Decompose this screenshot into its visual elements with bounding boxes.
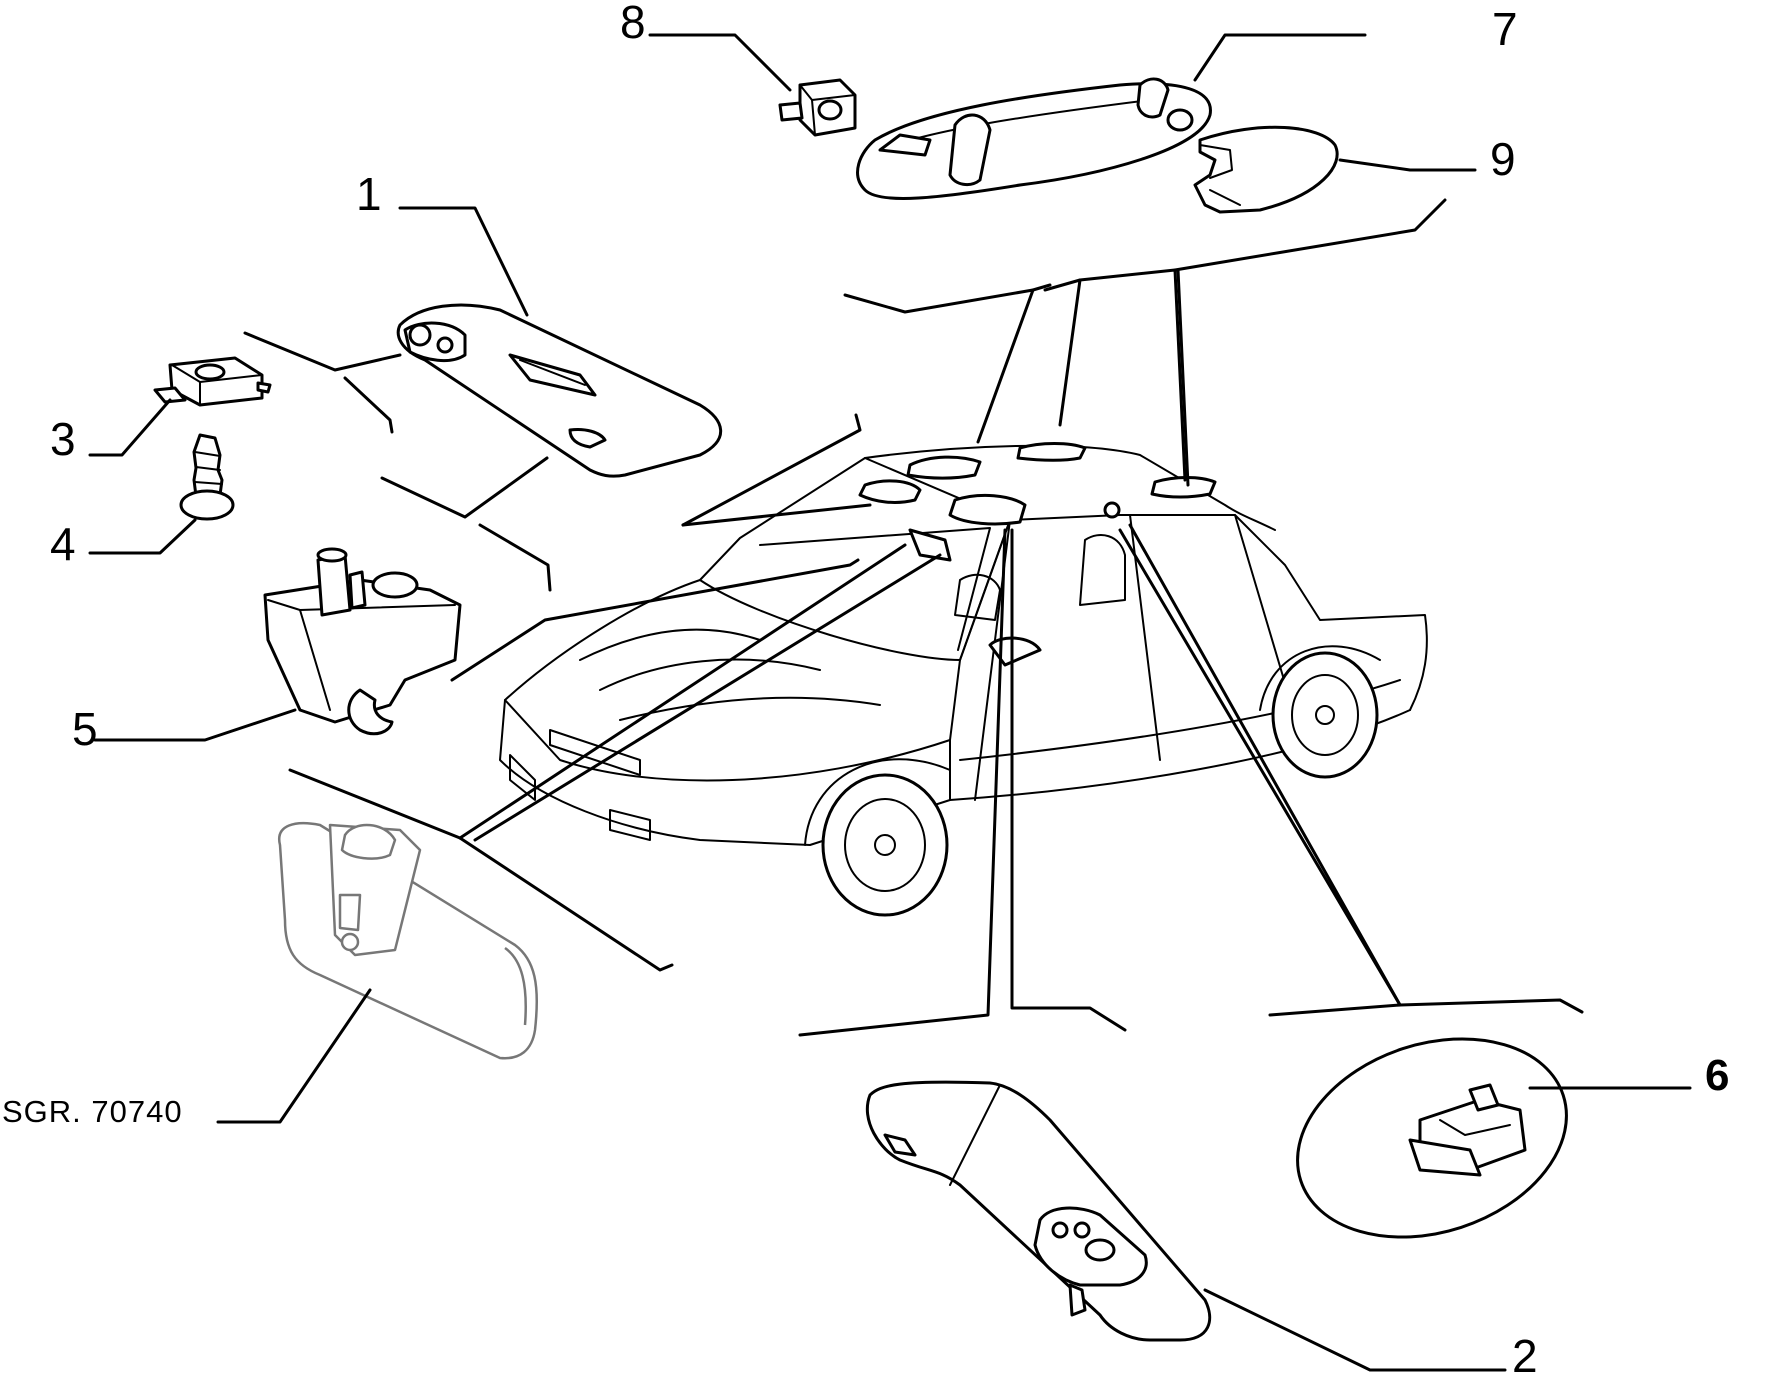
- handle-clip-icon: [778, 78, 857, 137]
- callout-5: 5: [72, 703, 98, 755]
- rear-view-mirror-icon: [277, 821, 539, 1060]
- callout-6: 6: [1705, 1051, 1729, 1100]
- callout-4: 4: [50, 518, 76, 570]
- interior-light-icon: [1296, 1037, 1568, 1239]
- car-body-icon: [499, 442, 1428, 917]
- callout-2: 2: [1512, 1330, 1538, 1374]
- callout-7: 7: [1492, 3, 1518, 55]
- grab-handle-icon: [856, 77, 1212, 200]
- screw-icon: [179, 433, 235, 521]
- callout-3: 3: [50, 413, 76, 465]
- reference-code: SGR. 70740: [2, 1094, 183, 1129]
- visor-support-icon: [263, 547, 462, 736]
- bracket-clip-icon: [153, 356, 272, 407]
- sun-visor-left-icon: [865, 1080, 1212, 1342]
- callout-1: 1: [356, 168, 382, 220]
- callout-9: 9: [1490, 133, 1516, 185]
- sun-visor-right-icon: [396, 303, 723, 478]
- callout-8: 8: [620, 0, 646, 48]
- handle-cap-icon: [1193, 125, 1339, 214]
